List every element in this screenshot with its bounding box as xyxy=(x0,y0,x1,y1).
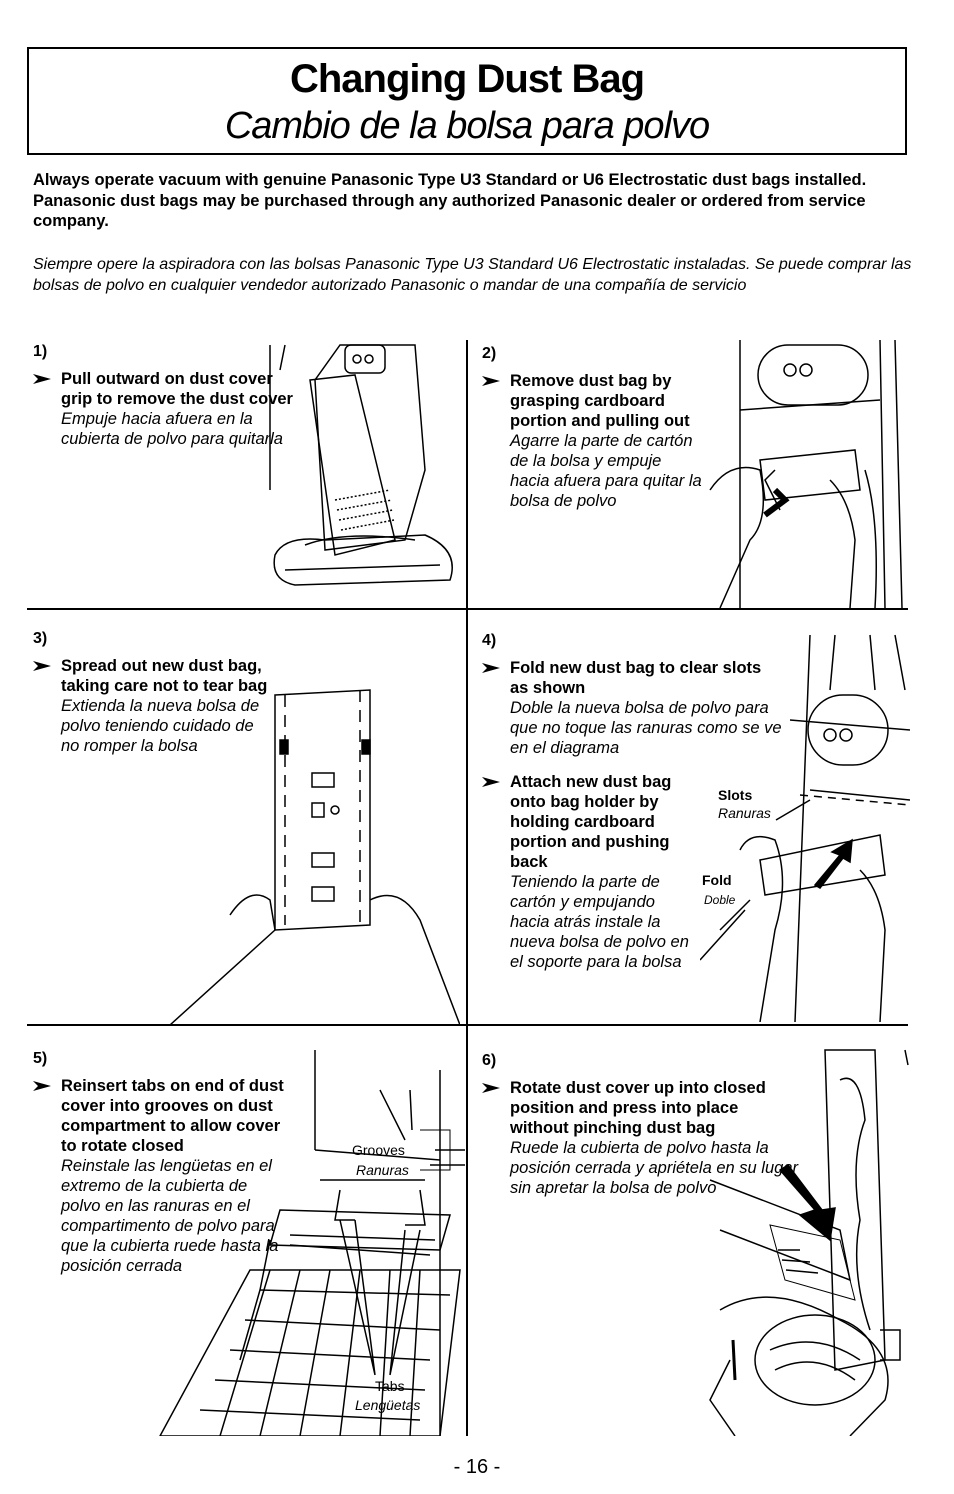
reinsert-tabs-illustration xyxy=(159,1050,465,1436)
remove-dust-bag-illustration xyxy=(709,340,903,608)
step-4-text: Fold new dust bag to clear slots as show… xyxy=(482,658,782,758)
vacuum-dust-cover-illustration xyxy=(269,344,453,586)
close-dust-cover-illustration xyxy=(709,1049,909,1436)
arrow-bullet-icon xyxy=(482,658,510,758)
step-6-number: 6) xyxy=(482,1052,497,1069)
title-box: Changing Dust Bag Cambio de la bolsa par… xyxy=(27,47,907,155)
step-4a-es: Doble la nueva bolsa de polvo para que n… xyxy=(510,699,782,757)
step-3-text: Spread out new dust bag, taking care not… xyxy=(33,656,273,756)
page-title: Changing Dust Bag xyxy=(289,57,645,101)
tabs-lenguetas-label: Lengüetas xyxy=(355,1397,421,1413)
page-number: - 16 - xyxy=(453,1456,501,1478)
step-6-es: Ruede la cubierta de polvo hasta la posi… xyxy=(510,1139,799,1197)
step-4b-en: Attach new dust bag onto bag holder by h… xyxy=(510,773,672,871)
fold-label: Fold xyxy=(702,872,732,888)
step-5-en: Reinsert tabs on end of dust cover into … xyxy=(61,1077,284,1155)
grooves-ranuras-label: Ranuras xyxy=(356,1162,409,1178)
step-2-en: Remove dust bag by grasping cardboard po… xyxy=(510,372,690,430)
step-5-text: Reinsert tabs on end of dust cover into … xyxy=(33,1076,298,1276)
arrow-bullet-icon xyxy=(482,772,510,972)
slots-label: Slots xyxy=(718,787,753,803)
step-6-en: Rotate dust cover up into closed positio… xyxy=(510,1079,766,1137)
step-2-number: 2) xyxy=(482,345,497,362)
step-1-number: 1) xyxy=(33,343,48,360)
row-divider-2 xyxy=(27,1024,908,1026)
intro-spanish: Siempre opere la aspiradora con las bols… xyxy=(33,256,912,294)
step-6-text: Rotate dust cover up into closed positio… xyxy=(482,1078,802,1198)
arrow-bullet-icon xyxy=(33,369,61,449)
intro-english: Always operate vacuum with genuine Panas… xyxy=(33,171,867,230)
step-5-es: Reinstale las lengüetas en el extremo de… xyxy=(61,1157,279,1275)
ranuras-label: Ranuras xyxy=(718,805,771,821)
attach-dust-bag-illustration xyxy=(700,634,910,1022)
step-2-es: Agarre la parte de cartón de la bolsa y … xyxy=(510,432,702,510)
step-3-number: 3) xyxy=(33,630,48,647)
step-2-text: Remove dust bag by grasping cardboard po… xyxy=(482,371,702,511)
spread-dust-bag-illustration xyxy=(170,689,460,1025)
arrow-bullet-icon xyxy=(482,1078,510,1198)
column-divider xyxy=(466,340,468,1436)
page-title-spanish: Cambio de la bolsa para polvo xyxy=(224,105,710,147)
step-1-text: Pull outward on dust cover grip to remov… xyxy=(33,369,303,449)
step-1-es: Empuje hacia afuera en la cubierta de po… xyxy=(61,410,283,448)
arrow-bullet-icon xyxy=(482,371,510,511)
row-divider-1 xyxy=(27,608,908,610)
step-4b-text: Attach new dust bag onto bag holder by h… xyxy=(482,772,722,972)
step-1-en: Pull outward on dust cover grip to remov… xyxy=(61,370,293,408)
step-3-en: Spread out new dust bag, taking care not… xyxy=(61,657,268,695)
arrow-bullet-icon xyxy=(33,656,61,756)
step-4-number: 4) xyxy=(482,632,497,649)
step-3-es: Extienda la nueva bolsa de polvo teniend… xyxy=(61,697,260,755)
step-4b-es: Teniendo la parte de cartón y empujando … xyxy=(510,873,689,971)
arrow-bullet-icon xyxy=(33,1076,61,1276)
step-5-number: 5) xyxy=(33,1050,48,1067)
doble-label: Doble xyxy=(704,893,736,907)
step-4a-en: Fold new dust bag to clear slots as show… xyxy=(510,659,762,697)
